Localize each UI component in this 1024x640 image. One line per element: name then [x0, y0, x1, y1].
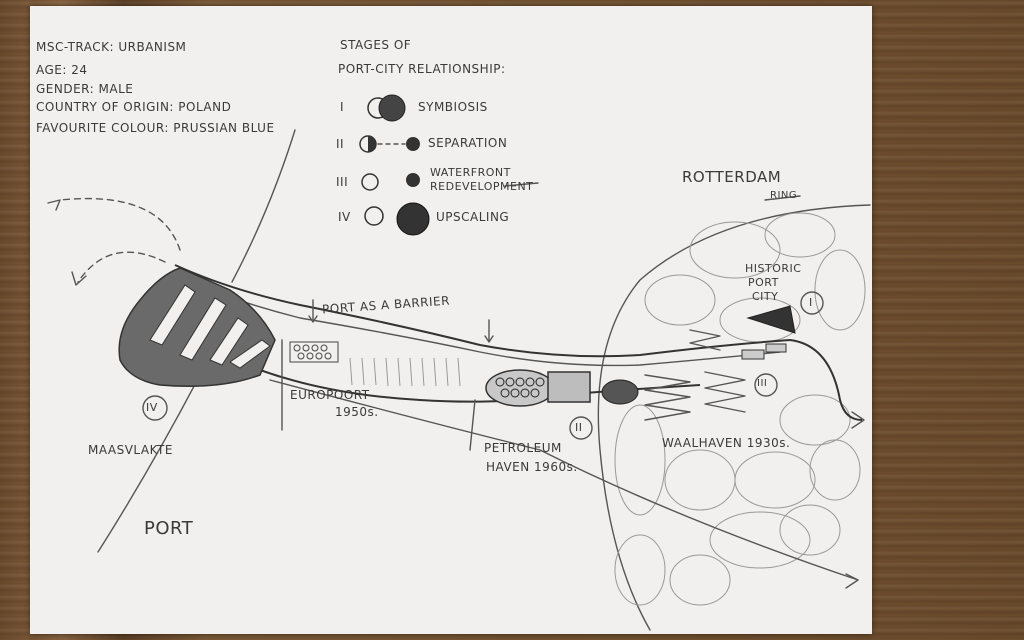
- waalhaven-dark-basin: [601, 379, 639, 405]
- europoort-tanks: [293, 344, 332, 360]
- marker-i: I: [809, 296, 813, 309]
- legend-label-separation: SEPARATION: [428, 136, 508, 150]
- marker-ii-circle: [569, 416, 593, 440]
- label-port-area: PORT: [144, 518, 194, 539]
- marker-ii: II: [575, 421, 583, 434]
- label-petroleum: PETROLEUM: [484, 441, 562, 455]
- river-arrow-head: [851, 411, 865, 429]
- legend-label-redevelopment: REDEVELOPMENT: [430, 180, 534, 193]
- dashed-arrow-upper-head: [47, 199, 61, 211]
- marker-iv-circle: [142, 395, 168, 421]
- dashed-arrow-lower: [77, 251, 166, 283]
- maasvlakte-basins: [149, 284, 271, 369]
- marker-iii-circle: [754, 373, 778, 397]
- profile-country: COUNTRY OF ORIGIN: POLAND: [36, 100, 232, 114]
- label-waalhaven: WAALHAVEN 1930s.: [662, 436, 791, 450]
- dashed-arrow-upper: [59, 197, 181, 251]
- petroleum-divider: [469, 399, 476, 451]
- marker-i-circle: [800, 291, 824, 315]
- profile-track: MSC-TRACK: URBANISM: [36, 40, 187, 54]
- profile-colour: FAVOURITE COLOUR: PRUSSIAN BLUE: [36, 121, 275, 135]
- legend-symbol-iii: [361, 173, 420, 191]
- legend-numeral-iii: III: [336, 175, 349, 189]
- legend-label-symbiosis: SYMBIOSIS: [418, 100, 488, 114]
- label-city: CITY: [752, 290, 779, 303]
- petroleum-tanks: [495, 377, 545, 398]
- legend-numeral-iv: IV: [338, 210, 351, 224]
- petroleum-haven-block: [547, 371, 591, 403]
- legend-redevelopment-underline: [504, 182, 539, 187]
- label-europoort-year: 1950s.: [335, 405, 379, 419]
- profile-age: AGE: 24: [36, 63, 88, 77]
- historic-port-city-shape: [746, 305, 796, 334]
- river-upper-bank: [174, 264, 863, 421]
- barrier-arrow-right: [484, 319, 494, 343]
- legend-symbol-ii: [359, 135, 420, 153]
- legend-title-line2: PORT-CITY RELATIONSHIP:: [338, 62, 506, 76]
- legend-label-upscaling: UPSCALING: [436, 210, 510, 224]
- lower-route: [269, 379, 859, 581]
- legend-label-waterfront: WATERFRONT: [430, 166, 511, 179]
- dashed-arrow-lower-head: [71, 271, 87, 286]
- legend-numeral-ii: II: [336, 137, 345, 151]
- label-europoort: EUROPOORT: [290, 388, 370, 402]
- profile-gender: GENDER: MALE: [36, 82, 134, 96]
- boundary-line-lower: [97, 374, 201, 553]
- historic-quay-2: [765, 343, 787, 353]
- legend-symbol-i: [367, 94, 406, 122]
- marker-iv: IV: [146, 401, 158, 414]
- label-port: PORT: [748, 276, 779, 289]
- waalhaven-zigzags: [644, 329, 746, 421]
- label-maasvlakte: MAASVLAKTE: [88, 443, 173, 457]
- marker-iii: III: [757, 378, 768, 389]
- label-historic: HISTORIC: [745, 262, 802, 275]
- label-rotterdam: ROTTERDAM: [682, 168, 782, 186]
- boundary-line-upper: [231, 129, 296, 283]
- label-petroleum-haven: HAVEN 1960s.: [486, 460, 578, 474]
- legend-title-line1: STAGES OF: [340, 38, 412, 52]
- legend-symbol-iv: [364, 202, 430, 236]
- europoort-hatch: [349, 357, 461, 387]
- historic-quay-1: [741, 349, 765, 360]
- europoort-tanks-box: [289, 341, 339, 363]
- ring-pointer: [764, 195, 801, 201]
- lower-route-arrow-head: [845, 573, 859, 589]
- river-upper-bank-2: [169, 274, 781, 367]
- barrier-arrow-left: [308, 299, 318, 323]
- label-ring: RING: [770, 190, 798, 201]
- city-blocks: [614, 212, 866, 606]
- legend-numeral-i: I: [340, 100, 345, 114]
- ring-road: [597, 204, 871, 631]
- petroleum-haven-area: [485, 369, 555, 407]
